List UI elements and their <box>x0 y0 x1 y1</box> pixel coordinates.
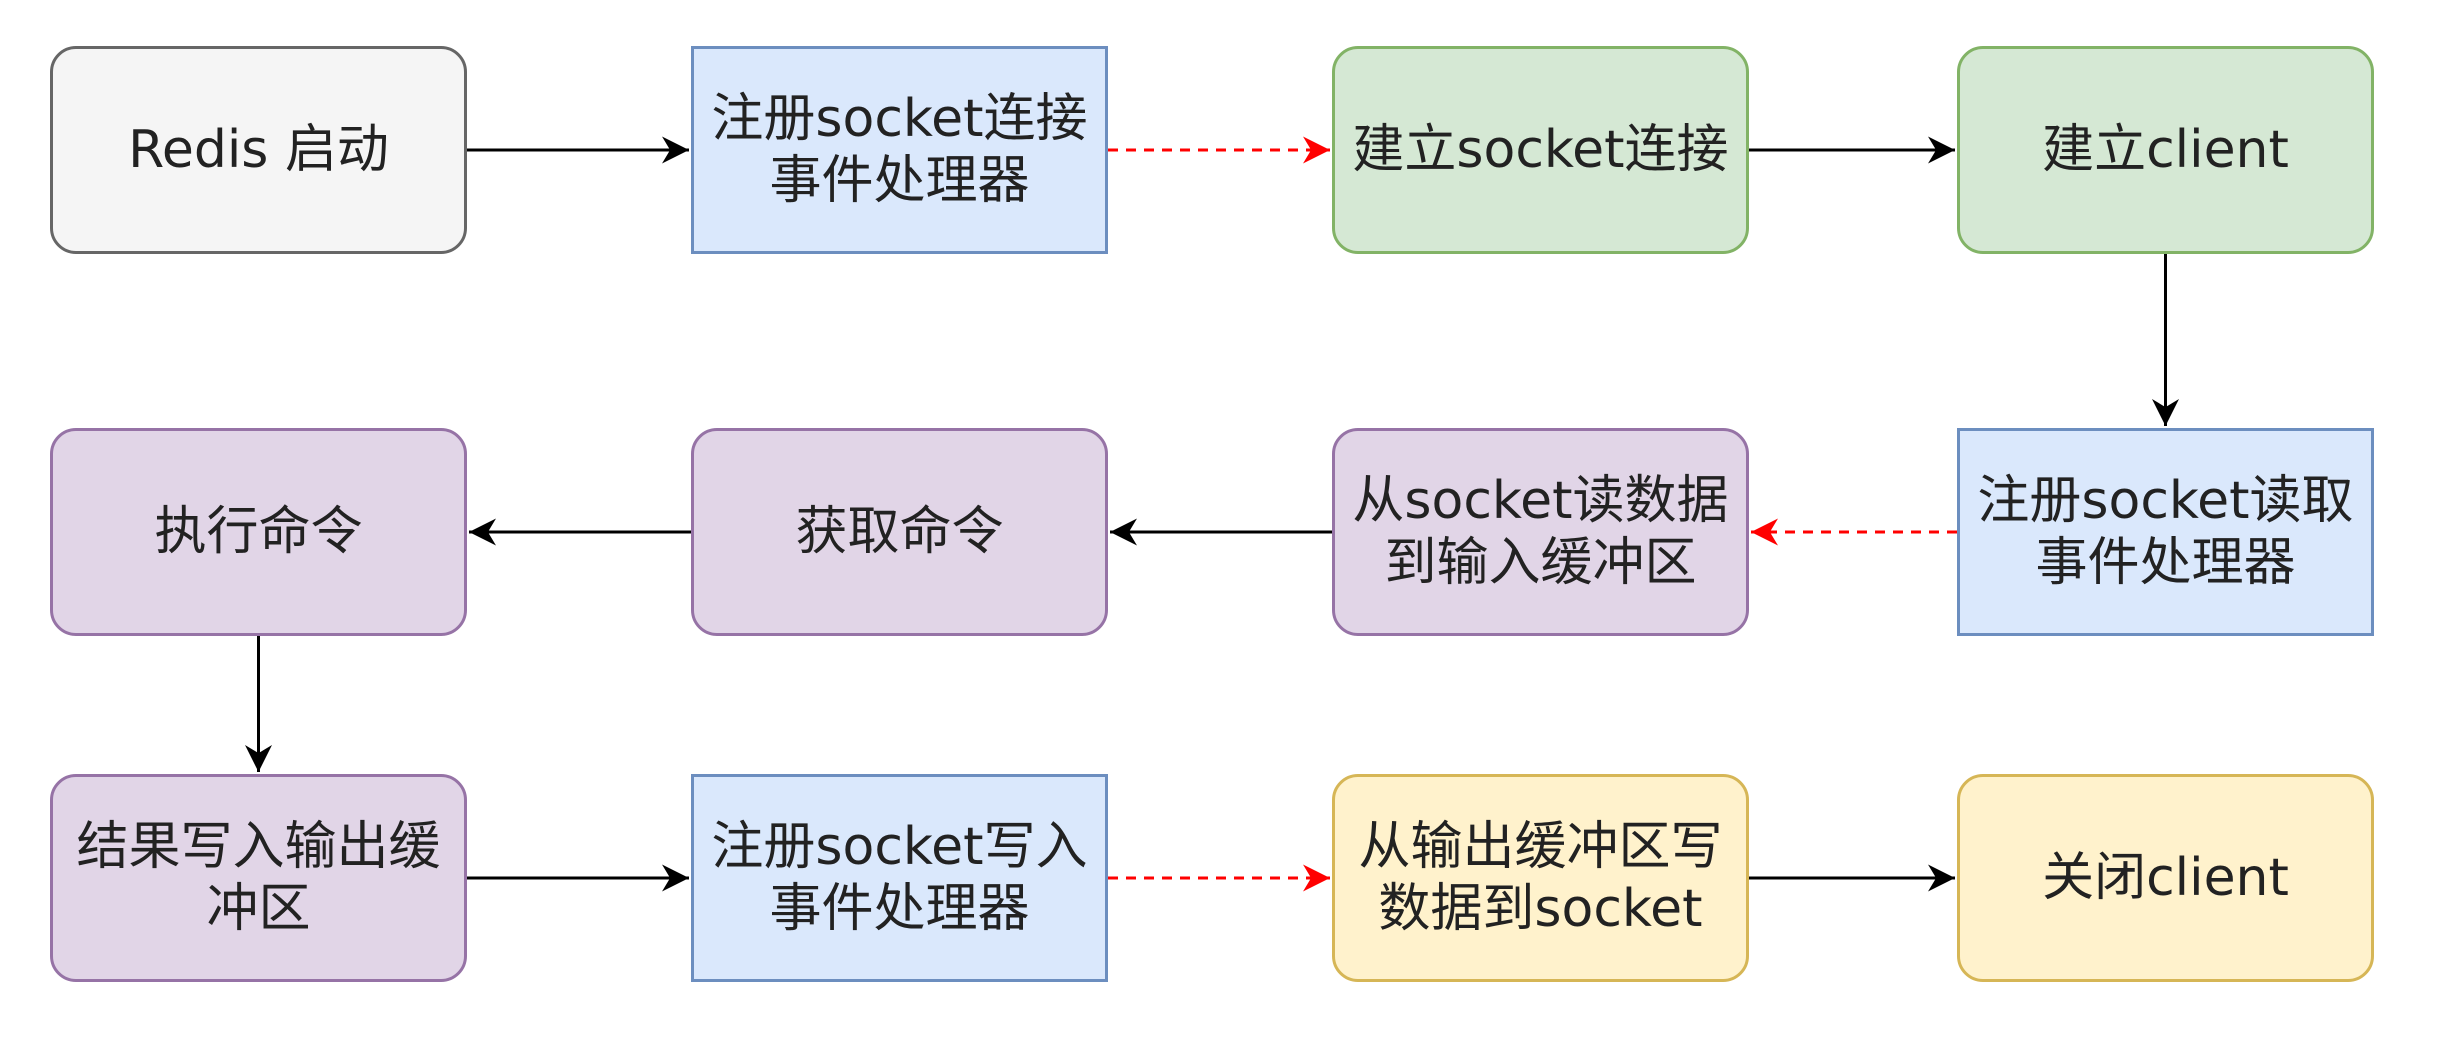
node-execute-command: 执行命令 <box>50 428 467 636</box>
node-close-client: 关闭client <box>1957 774 2374 982</box>
node-label: 获取命令 <box>795 502 1004 562</box>
node-register-write-handler: 注册socket写入 事件处理器 <box>691 774 1108 982</box>
node-label: 关闭client <box>2042 848 2289 908</box>
node-register-accept-handler: 注册socket连接 事件处理器 <box>691 46 1108 254</box>
node-write-output-buffer: 结果写入输出缓 冲区 <box>50 774 467 982</box>
node-establish-connection: 建立socket连接 <box>1332 46 1749 254</box>
node-label: 注册socket连接 事件处理器 <box>711 89 1088 211</box>
node-read-to-input-buffer: 从socket读数据 到输入缓冲区 <box>1332 428 1749 636</box>
node-create-client: 建立client <box>1957 46 2374 254</box>
node-get-command: 获取命令 <box>691 428 1108 636</box>
node-label: 建立client <box>2042 120 2289 180</box>
node-label: 从输出缓冲区写 数据到socket <box>1358 817 1723 939</box>
node-label: 执行命令 <box>154 502 363 562</box>
node-write-to-socket: 从输出缓冲区写 数据到socket <box>1332 774 1749 982</box>
node-label: 注册socket写入 事件处理器 <box>711 817 1088 939</box>
node-label: 结果写入输出缓 冲区 <box>76 817 441 939</box>
node-label: 注册socket读取 事件处理器 <box>1977 471 2354 593</box>
node-label: 建立socket连接 <box>1352 120 1729 180</box>
node-label: 从socket读数据 到输入缓冲区 <box>1352 471 1729 593</box>
node-redis-start: Redis 启动 <box>50 46 467 254</box>
node-label: Redis 启动 <box>128 120 389 180</box>
node-register-read-handler: 注册socket读取 事件处理器 <box>1957 428 2374 636</box>
